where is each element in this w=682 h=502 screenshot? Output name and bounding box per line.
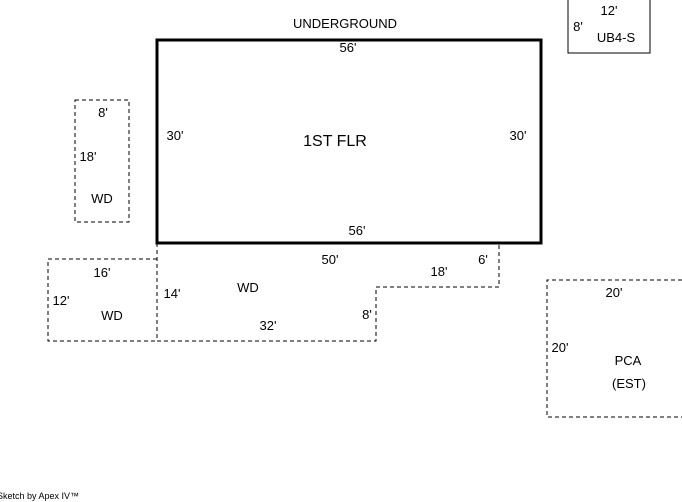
ub4s-top-dimension: 12': [601, 3, 618, 18]
wd-left-left-dimension: 18': [80, 149, 97, 164]
pca-area: 20' 20' PCA (EST): [546, 279, 682, 418]
wd-main-right-dimension: 6': [478, 252, 488, 267]
first-floor-left-dimension: 30': [167, 128, 184, 143]
pca-label: PCA: [615, 353, 642, 368]
wd-main-label: WD: [237, 280, 259, 295]
first-floor-right-dimension: 30': [510, 128, 527, 143]
pca-left-dimension: 20': [552, 340, 569, 355]
wd-main-left-dimension: 14': [164, 286, 181, 301]
wd-left-area: 8' 18' WD: [74, 99, 130, 223]
ub4s-left-dimension: 8': [573, 19, 583, 34]
wd-bottom-left-top-dimension: 16': [94, 265, 111, 280]
first-floor-bottom-dimension: 56': [349, 223, 366, 238]
wd-main-area: 50' 6' 18' WD 14' 8' 32': [156, 243, 500, 342]
first-floor-area: 56' 30' 30' 1ST FLR 56': [155, 38, 543, 245]
wd-main-step-vertical-dimension: 8': [362, 307, 372, 322]
wd-left-label: WD: [91, 191, 113, 206]
wd-bottom-left-label: WD: [101, 308, 123, 323]
first-floor-top-dimension: 56': [340, 40, 357, 55]
pca-note: (EST): [612, 376, 646, 391]
wd-bottom-left-area: 16' 12' WD: [47, 258, 157, 342]
pca-top-dimension: 20': [606, 285, 623, 300]
pca-outline: [546, 279, 682, 418]
first-floor-label: 1ST FLR: [303, 133, 367, 150]
sketch-title: UNDERGROUND: [293, 16, 397, 31]
first-floor-outline: [155, 38, 543, 245]
wd-main-outline: [156, 243, 500, 342]
ub4s-label: UB4-S: [597, 30, 636, 45]
wd-main-top-dimension: 50': [322, 252, 339, 267]
wd-bottom-left-outline: [47, 258, 157, 342]
sketch-credit: Sketch by Apex IV™: [0, 491, 80, 501]
wd-left-top-dimension: 8': [98, 105, 108, 120]
wd-main-bottom-dimension: 32': [260, 318, 277, 333]
ub4s-outline: [567, 0, 651, 54]
wd-left-outline: [74, 99, 130, 223]
wd-bottom-left-left-dimension: 12': [53, 293, 70, 308]
ub4s-area: 12' 8' UB4-S: [567, 0, 651, 54]
wd-main-step-horizontal-dimension: 18': [431, 264, 448, 279]
